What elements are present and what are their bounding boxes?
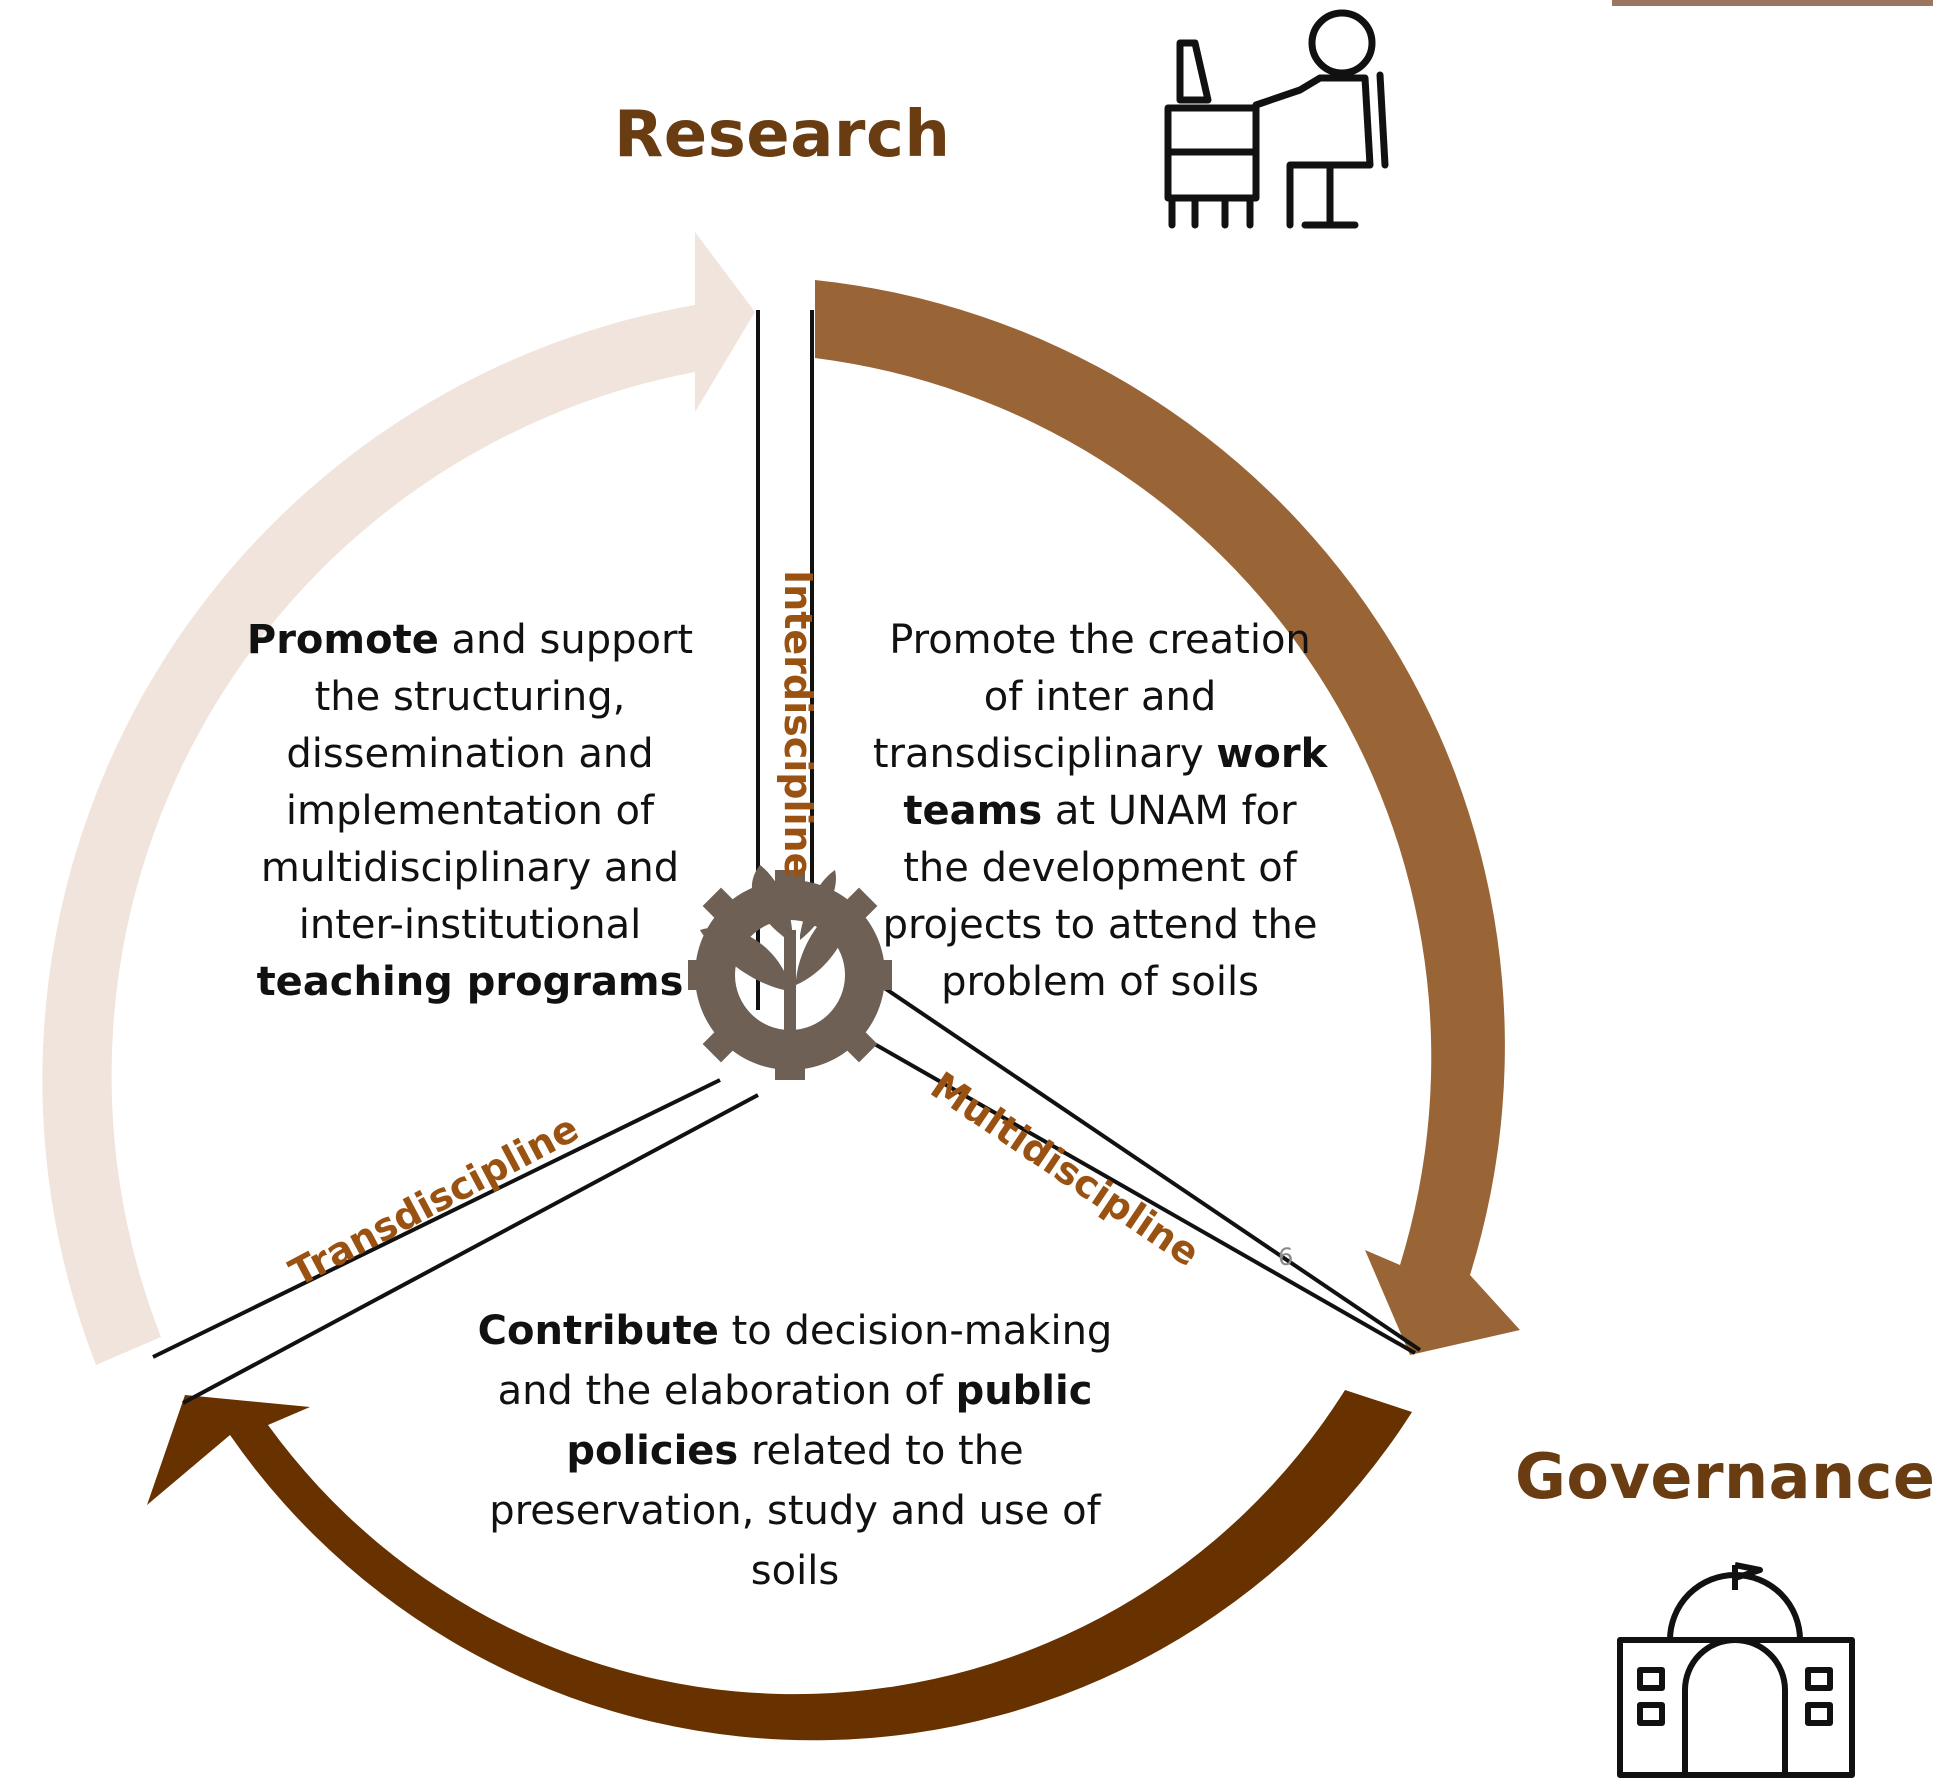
person-at-desk-icon: [1164, 9, 1389, 229]
text-run: problem of soils: [941, 959, 1259, 1005]
text-run-bold: Contribute: [477, 1308, 719, 1354]
text-run-bold: policies: [566, 1428, 739, 1474]
text-run: preservation, study and use of: [489, 1488, 1101, 1534]
text-run: projects to attend the: [882, 902, 1318, 948]
text-line: problem of soils: [845, 954, 1355, 1011]
text-line: the structuring,: [215, 669, 725, 726]
text-line: inter-institutional: [215, 897, 725, 954]
connector-transdiscipline: [152, 1078, 759, 1405]
government-building-icon: [1617, 1562, 1855, 1778]
title-governance: Governance: [1515, 1440, 1933, 1513]
text-run: of inter and: [983, 674, 1217, 720]
corner-accent-bar: [1612, 0, 1933, 6]
text-line: Promote the creation: [845, 612, 1355, 669]
text-line: projects to attend the: [845, 897, 1355, 954]
label-multidiscipline: Multidiscipline: [923, 1063, 1208, 1275]
text-run: at UNAM for: [1042, 788, 1297, 834]
text-line: teaching programs: [215, 954, 725, 1011]
text-line: teams at UNAM for: [845, 783, 1355, 840]
text-run: related to the: [738, 1428, 1024, 1474]
title-research: Research: [614, 98, 951, 172]
text-run: inter-institutional: [298, 902, 642, 948]
text-line: of inter and: [845, 669, 1355, 726]
plant-gear-icon: [688, 865, 892, 1080]
text-line: policies related to the: [425, 1421, 1165, 1481]
text-line: preservation, study and use of: [425, 1481, 1165, 1541]
connector-multidiscipline: [849, 983, 1422, 1355]
arrow-light: [42, 232, 756, 1365]
text-line: and the elaboration of public: [425, 1361, 1165, 1421]
text-run-bold: teams: [903, 788, 1043, 834]
text-run: the structuring,: [314, 674, 626, 720]
text-run: multidisciplinary and: [260, 845, 680, 891]
text-line: Promote and support: [215, 612, 725, 669]
label-interdiscipline: Interdiscipline: [776, 570, 820, 878]
text-run: and the elaboration of: [497, 1368, 956, 1414]
text-run: the development of: [903, 845, 1297, 891]
text-run: to decision-making: [718, 1308, 1113, 1354]
text-line: soils: [425, 1541, 1165, 1601]
arrow-dark: [147, 1390, 1412, 1741]
text-line: dissemination and: [215, 726, 725, 783]
text-run: Promote the creation: [889, 617, 1311, 663]
text-run: and support: [438, 617, 694, 663]
text-run: implementation of: [285, 788, 655, 834]
text-run: transdisciplinary: [872, 731, 1217, 777]
page-number: 6: [1278, 1243, 1294, 1271]
text-run: soils: [750, 1548, 840, 1594]
text-line: transdisciplinary work: [845, 726, 1355, 783]
text-block-teaching: Promote and support the structuring, disse…: [215, 612, 725, 1011]
text-run-bold: public: [955, 1368, 1093, 1414]
text-line: Contribute to decision-making: [425, 1301, 1165, 1361]
text-run: dissemination and: [286, 731, 654, 777]
text-run-bold: work: [1216, 731, 1328, 777]
text-block-research-teams: Promote the creation of inter and transdis…: [845, 612, 1355, 1011]
text-line: multidisciplinary and: [215, 840, 725, 897]
text-run-bold: teaching programs: [256, 959, 684, 1005]
text-line: implementation of: [215, 783, 725, 840]
text-line: the development of: [845, 840, 1355, 897]
arrow-mid: [815, 280, 1520, 1355]
text-run-bold: Promote: [246, 617, 439, 663]
